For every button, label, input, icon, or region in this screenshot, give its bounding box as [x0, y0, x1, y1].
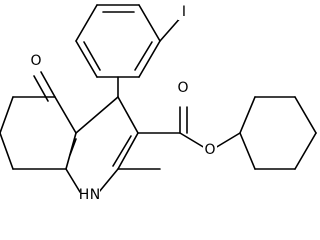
bond — [138, 40, 161, 78]
atom-label-n: N — [90, 187, 100, 203]
bond — [117, 96, 139, 134]
dihydropyridine-ring — [65, 96, 139, 193]
double-bond-inner — [112, 135, 132, 167]
bond — [117, 132, 139, 170]
atom-label-h: H — [79, 187, 90, 203]
atom-label-o: O — [177, 80, 188, 96]
atom-label-o: O — [204, 142, 215, 158]
bond — [75, 96, 119, 134]
bond — [0, 132, 14, 170]
bond-c-i — [159, 15, 183, 42]
bond — [294, 132, 317, 170]
cyclohexyl-ring — [239, 96, 317, 170]
bond-ketone — [40, 71, 56, 98]
double-bond-inner — [83, 41, 101, 71]
bond — [239, 96, 256, 134]
bond — [294, 96, 317, 134]
atom-label-iodine: I — [178, 4, 188, 20]
atom-label-ketone-oxygen: O — [29, 52, 43, 69]
double-bond-ketone — [33, 75, 49, 102]
bond — [98, 168, 119, 193]
aryl-ring — [75, 4, 161, 78]
bond-carbonyl-ester-o — [179, 132, 206, 149]
bond — [239, 132, 256, 170]
atom-label-carbonyl-oxygen: O — [176, 80, 190, 96]
bond — [65, 168, 81, 193]
atom-label-nitrogen: N H — [79, 186, 100, 203]
double-bond-inner — [134, 41, 153, 71]
cyclohexenone-ring — [0, 96, 77, 170]
bond — [138, 4, 161, 42]
molecule-structure: I O O O N H — [0, 4, 317, 203]
atom-label-i: I — [182, 4, 186, 20]
bond — [75, 40, 98, 78]
bond — [0, 96, 14, 134]
atom-label-ester-oxygen: O — [203, 142, 217, 158]
bond — [54, 96, 77, 134]
bond — [75, 4, 98, 42]
bond-ester-o-cyclohexyl — [214, 132, 241, 149]
double-bond-inner — [69, 138, 77, 156]
atom-label-o: O — [30, 53, 41, 69]
